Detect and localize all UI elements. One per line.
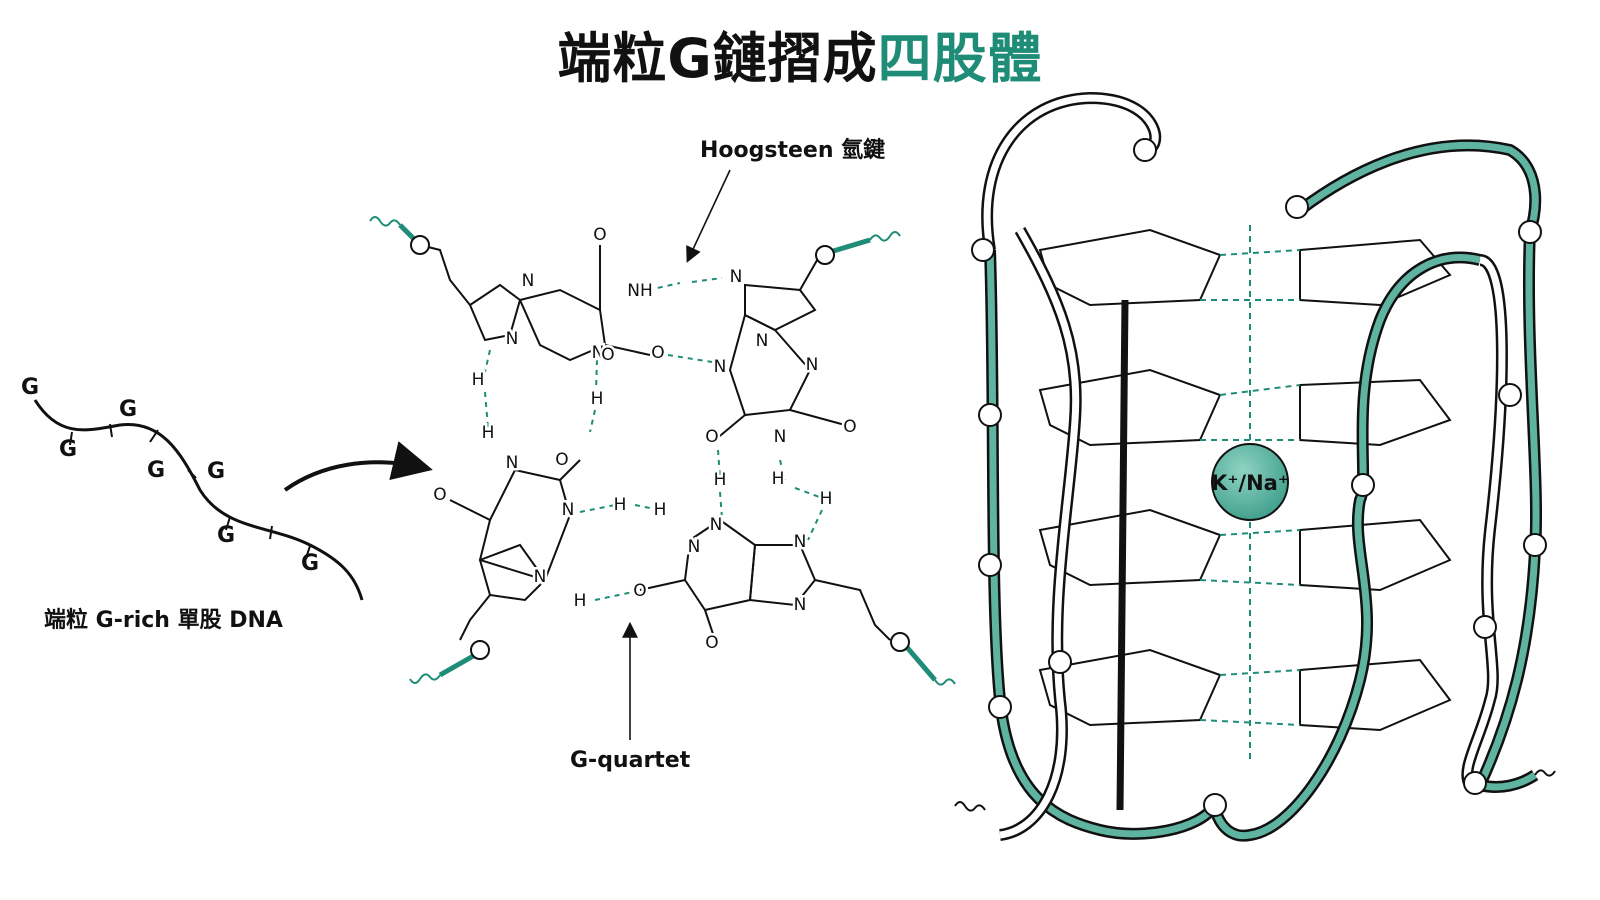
g-quartet-label: G-quartet: [570, 748, 691, 773]
strand-base-letter: G: [147, 458, 165, 483]
title-main: 端粒G鏈摺成: [557, 27, 878, 90]
atom-label: O: [601, 345, 614, 365]
strand-base-letter: G: [21, 375, 39, 400]
atom-label: N: [756, 331, 769, 351]
atom-label: N: [592, 343, 605, 363]
atom-label: NH: [627, 281, 653, 301]
atom-label: N: [688, 537, 701, 557]
cation-sphere: [1211, 443, 1289, 521]
page-title: 端粒G鏈摺成四股體: [0, 14, 1600, 93]
atom-label: O: [651, 343, 664, 363]
atom-label: N: [506, 453, 519, 473]
strand-base-letter: G: [301, 551, 319, 576]
atom-label: N: [506, 329, 519, 349]
hoogsteen-label: Hoogsteen 氫鍵: [700, 138, 886, 163]
strand-base-letter: G: [207, 459, 225, 484]
atom-label: N: [774, 427, 787, 447]
atom-label: N: [806, 355, 819, 375]
g-quadruplex-stack: K⁺/Na⁺: [954, 91, 1556, 842]
atom-label: N: [794, 595, 807, 615]
atom-label: O: [633, 581, 646, 601]
atom-label: H: [772, 469, 785, 489]
atom-label: N: [562, 500, 575, 520]
atom-label: N: [714, 357, 727, 377]
strand-base-letter: G: [59, 437, 77, 462]
atom-label: H: [482, 423, 495, 443]
atom-label: H: [574, 591, 587, 611]
atom-label: O: [593, 225, 606, 245]
backbone-stubs: [369, 216, 956, 686]
strand-base-letter: G: [119, 397, 137, 422]
atom-label: O: [555, 450, 568, 470]
atom-label: N: [522, 271, 535, 291]
atom-label: N: [730, 267, 743, 287]
hoogsteen-pointer: [686, 169, 731, 263]
hydrogen-bonds: [484, 277, 823, 601]
atom-label: H: [614, 495, 627, 515]
atom-label: H: [591, 389, 604, 409]
fold-arrow: [283, 441, 433, 492]
atom-label: N: [794, 532, 807, 552]
atom-label: H: [654, 500, 667, 520]
atom-label: N: [710, 515, 723, 535]
g-quartet-structure: [419, 244, 891, 641]
atom-label: O: [705, 427, 718, 447]
atom-label: O: [433, 485, 446, 505]
atom-label: H: [714, 470, 727, 490]
strand-label: 端粒 G-rich 單股 DNA: [44, 608, 283, 633]
atom-label: O: [843, 417, 856, 437]
atom-label: H: [472, 370, 485, 390]
g-rich-strand: G G G G G G G: [21, 375, 364, 601]
atom-label: N: [534, 567, 547, 587]
title-accent: 四股體: [877, 27, 1043, 90]
atom-label: H: [820, 489, 833, 509]
strand-base-letter: G: [217, 523, 235, 548]
cation-label: K⁺/Na⁺: [1211, 471, 1289, 495]
atom-label: O: [705, 633, 718, 653]
